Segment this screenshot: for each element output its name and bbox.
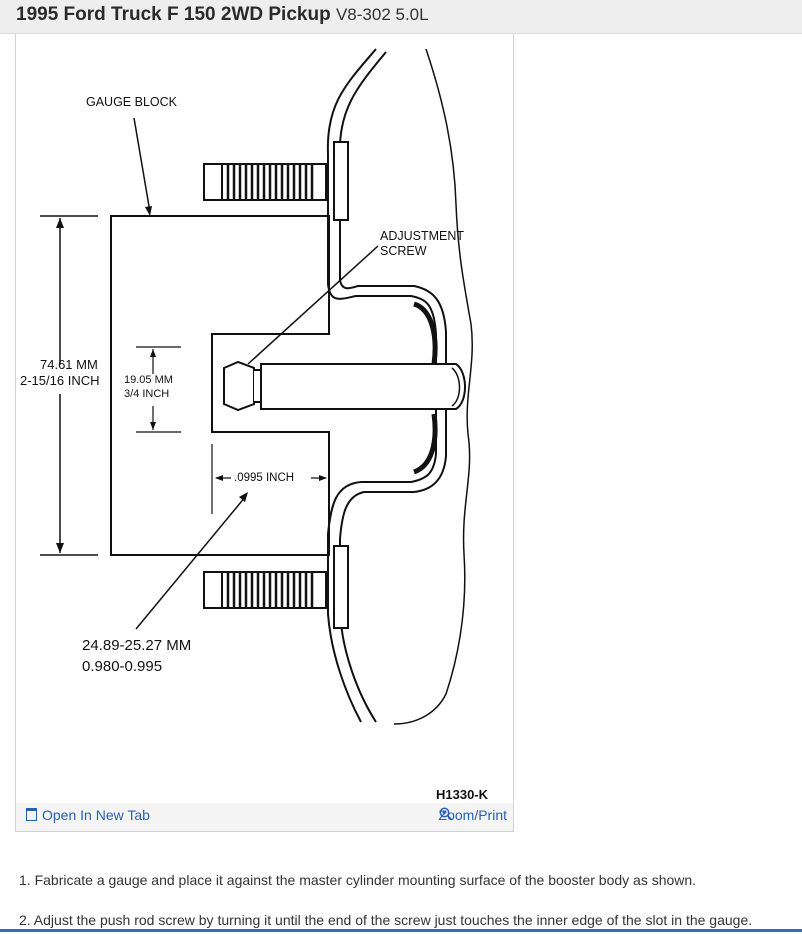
- depth-leader: [135, 495, 247, 630]
- diaphragm-seal: [412, 301, 438, 475]
- gap-label: .0995 INCH: [232, 472, 297, 484]
- instruction-step-1: 1. Fabricate a gauge and place it agains…: [19, 872, 697, 888]
- gap-dimension-line: [211, 444, 330, 514]
- booster-shell: [393, 48, 473, 725]
- open-in-new-tab-link[interactable]: Open In New Tab: [26, 807, 150, 823]
- adjustment-screw-nut: [223, 360, 255, 412]
- slot-mm-label: 19.05 MM: [124, 374, 173, 386]
- instruction-step-2: 2. Adjust the push rod screw by turning …: [19, 912, 753, 928]
- zoom-in-icon: [439, 807, 453, 821]
- open-new-tab-icon: [26, 808, 37, 821]
- adjustment-label-line2: SCREW: [380, 244, 427, 258]
- diagram-figure: GAUGE BLOCK ADJUSTMENT SCREW 74.61 MM 2-…: [15, 34, 514, 832]
- figure-footer: [16, 803, 513, 831]
- figure-code-label: H1330-K: [436, 787, 489, 802]
- height-mm-label: 74.61 MM: [40, 357, 98, 372]
- pushrod-gauge-diagram: [40, 48, 473, 725]
- height-dimension-line: [40, 215, 98, 556]
- zoom-print-link[interactable]: Zoom/Print: [439, 807, 507, 823]
- gauge-block-leader: [133, 117, 151, 213]
- depth-inch-label: 0.980-0.995: [82, 658, 163, 675]
- slot-dimension-line: [136, 346, 181, 433]
- gauge-block-label: GAUGE BLOCK: [86, 95, 177, 109]
- lower-stud-flange: [333, 545, 349, 629]
- page-header: 1995 Ford Truck F 150 2WD Pickup V8-302 …: [0, 0, 802, 34]
- engine-subtitle: V8-302 5.0L: [335, 5, 429, 24]
- height-inch-label: 2-15/16 INCH: [20, 373, 100, 388]
- zoom-print-label: Zoom/Print: [438, 807, 507, 823]
- depth-mm-label: 24.89-25.27 MM: [82, 637, 192, 654]
- bottom-accent-bar: [0, 929, 802, 932]
- upper-stud-flange: [333, 141, 349, 221]
- slot-inch-label: 3/4 INCH: [124, 388, 170, 400]
- vehicle-title: 1995 Ford Truck F 150 2WD Pickup: [16, 4, 331, 25]
- open-in-new-tab-label: Open In New Tab: [42, 807, 150, 823]
- adjustment-screw-leader: [247, 245, 379, 365]
- adjustment-label-line1: ADJUSTMENT: [380, 229, 465, 243]
- upper-stud-threads: [226, 164, 314, 200]
- lower-stud-threads: [226, 572, 314, 608]
- page-title: 1995 Ford Truck F 150 2WD Pickup V8-302 …: [16, 4, 429, 26]
- push-rod: [260, 363, 466, 410]
